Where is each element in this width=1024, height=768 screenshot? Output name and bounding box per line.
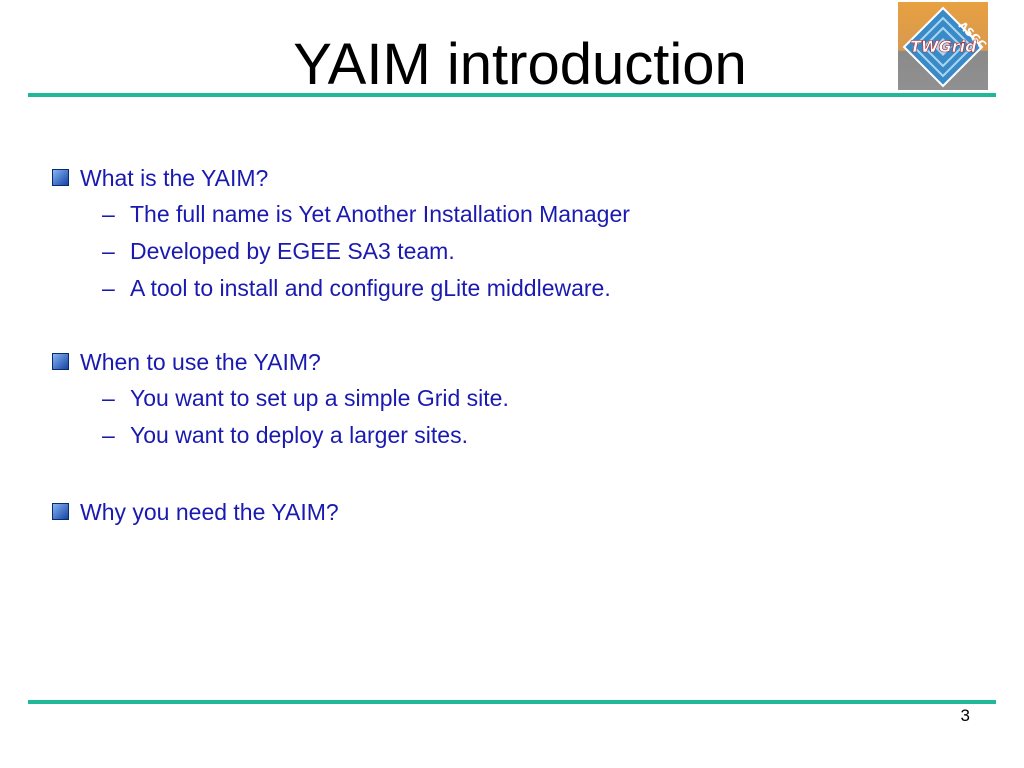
sub-item: –You want to deploy a larger sites. [52,417,972,454]
slide-title: YAIM introduction [293,32,747,97]
bullet-text: When to use the YAIM? [80,349,321,375]
page-number: 3 [960,706,970,725]
square-bullet-icon [52,353,69,370]
sub-item-text: The full name is Yet Another Installatio… [130,201,630,227]
bullet-text: Why you need the YAIM? [80,499,339,525]
logo-text-main: TWGrid [910,37,977,56]
dash-marker: – [102,275,115,301]
slide-content: What is the YAIM? –The full name is Yet … [52,160,972,530]
dash-marker: – [102,422,115,448]
sub-item-text: You want to set up a simple Grid site. [130,385,509,411]
bullet-item: Why you need the YAIM? [52,494,972,530]
sub-item-text: A tool to install and configure gLite mi… [130,275,611,301]
sub-item: –The full name is Yet Another Installati… [52,196,972,233]
sub-item: –A tool to install and configure gLite m… [52,270,972,307]
sub-item: –Developed by EGEE SA3 team. [52,233,972,270]
sub-item-text: You want to deploy a larger sites. [130,422,468,448]
dash-marker: – [102,385,115,411]
bottom-divider [28,700,996,704]
sub-item-text: Developed by EGEE SA3 team. [130,238,455,264]
square-bullet-icon [52,169,69,186]
asgc-twgrid-logo: ASGC TWGrid [898,2,988,90]
bullet-text: What is the YAIM? [80,165,269,191]
dash-marker: – [102,238,115,264]
bullet-item: What is the YAIM? [52,160,972,196]
top-divider [28,93,996,97]
square-bullet-icon [52,503,69,520]
sub-item: –You want to set up a simple Grid site. [52,380,972,417]
dash-marker: – [102,201,115,227]
bullet-item: When to use the YAIM? [52,344,972,380]
